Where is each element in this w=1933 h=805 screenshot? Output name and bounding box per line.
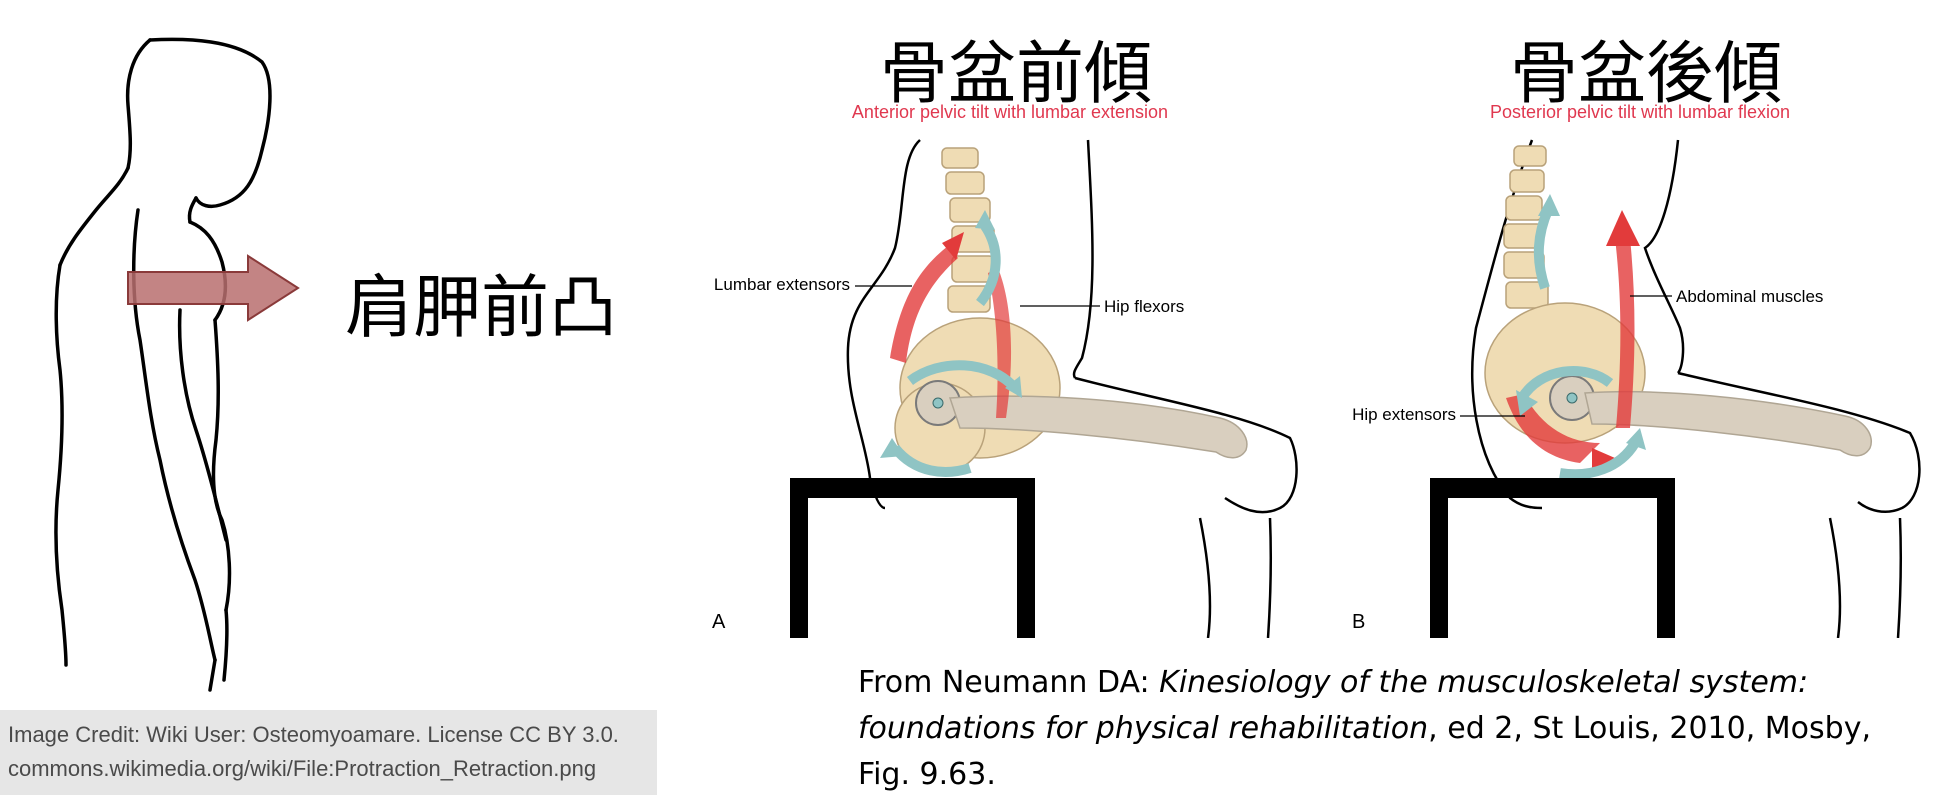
panel-b-letter: B: [1352, 611, 1365, 633]
panel-b-subtitle: Posterior pelvic tilt with lumbar flexio…: [1490, 102, 1790, 122]
label-hip-flexors: Hip flexors: [1104, 297, 1184, 316]
protraction-arrow: [127, 254, 300, 322]
credit-line-2: commons.wikimedia.org/wiki/File:Protract…: [8, 756, 597, 781]
citation-book-title: Kinesiology of the musculoskeletal syste…: [858, 665, 1809, 746]
label-abdominal-muscles: Abdominal muscles: [1676, 287, 1823, 306]
panel-a-diagram: Anterior pelvic tilt with lumbar extensi…: [712, 102, 1298, 638]
panel-b-title: 骨盆後傾: [1510, 35, 1783, 114]
image-credit-box: [0, 710, 657, 795]
panel-a-title: 骨盆前傾: [880, 35, 1153, 114]
citation-prefix: From Neumann DA:: [858, 665, 1160, 700]
scapula-protraction-label: 肩胛前凸: [345, 269, 618, 348]
panel-b-diagram: Posterior pelvic tilt with lumbar flexio…: [1352, 102, 1921, 638]
credit-line-1: Image Credit: Wiki User: Osteomyoamare. …: [8, 722, 619, 747]
label-hip-extensors: Hip extensors: [1352, 405, 1456, 424]
citation-text: From Neumann DA: Kinesiology of the musc…: [858, 660, 1918, 798]
panel-a-letter: A: [712, 611, 726, 633]
body-outline-figure: [54, 37, 300, 692]
label-lumbar-extensors: Lumbar extensors: [714, 275, 850, 294]
panel-a-subtitle: Anterior pelvic tilt with lumbar extensi…: [852, 102, 1168, 122]
citation-suffix: , ed 2, St Louis, 2010, Mosby, Fig. 9.63…: [858, 711, 1871, 792]
